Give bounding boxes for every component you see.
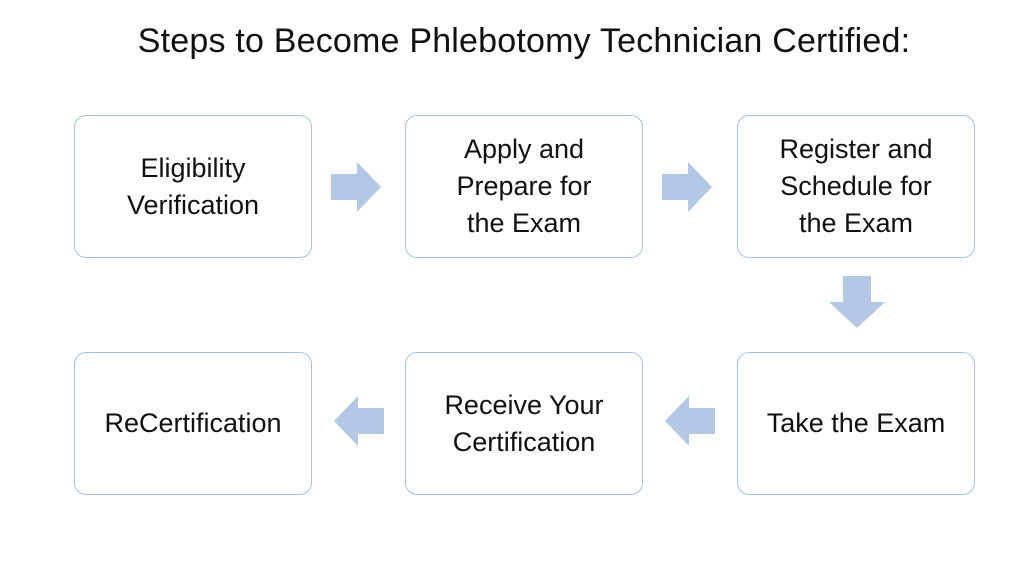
- arrow-down-icon: [829, 276, 885, 328]
- arrow-right-icon: [331, 162, 381, 212]
- step-label: Register and Schedule for the Exam: [779, 134, 933, 238]
- step-label: Receive Your Certification: [444, 389, 604, 457]
- step-take-the-exam: Take the Exam: [737, 352, 975, 495]
- arrow-right-icon: [662, 162, 712, 212]
- step-label: Take the Exam: [766, 408, 946, 438]
- step-label: Apply and Prepare for the Exam: [456, 134, 592, 238]
- diagram-title: Steps to Become Phlebotomy Technician Ce…: [137, 22, 911, 60]
- step-register-and-schedule: Register and Schedule for the Exam: [737, 115, 975, 258]
- step-apply-and-prepare: Apply and Prepare for the Exam: [405, 115, 643, 258]
- arrow-left-icon: [665, 396, 715, 446]
- step-eligibility-verification: Eligibility Verification: [74, 115, 312, 258]
- step-recertification: ReCertification: [74, 352, 312, 495]
- arrow-left-icon: [334, 396, 384, 446]
- step-label: ReCertification: [104, 408, 282, 438]
- step-label: Eligibility Verification: [126, 152, 260, 220]
- step-receive-certification: Receive Your Certification: [405, 352, 643, 495]
